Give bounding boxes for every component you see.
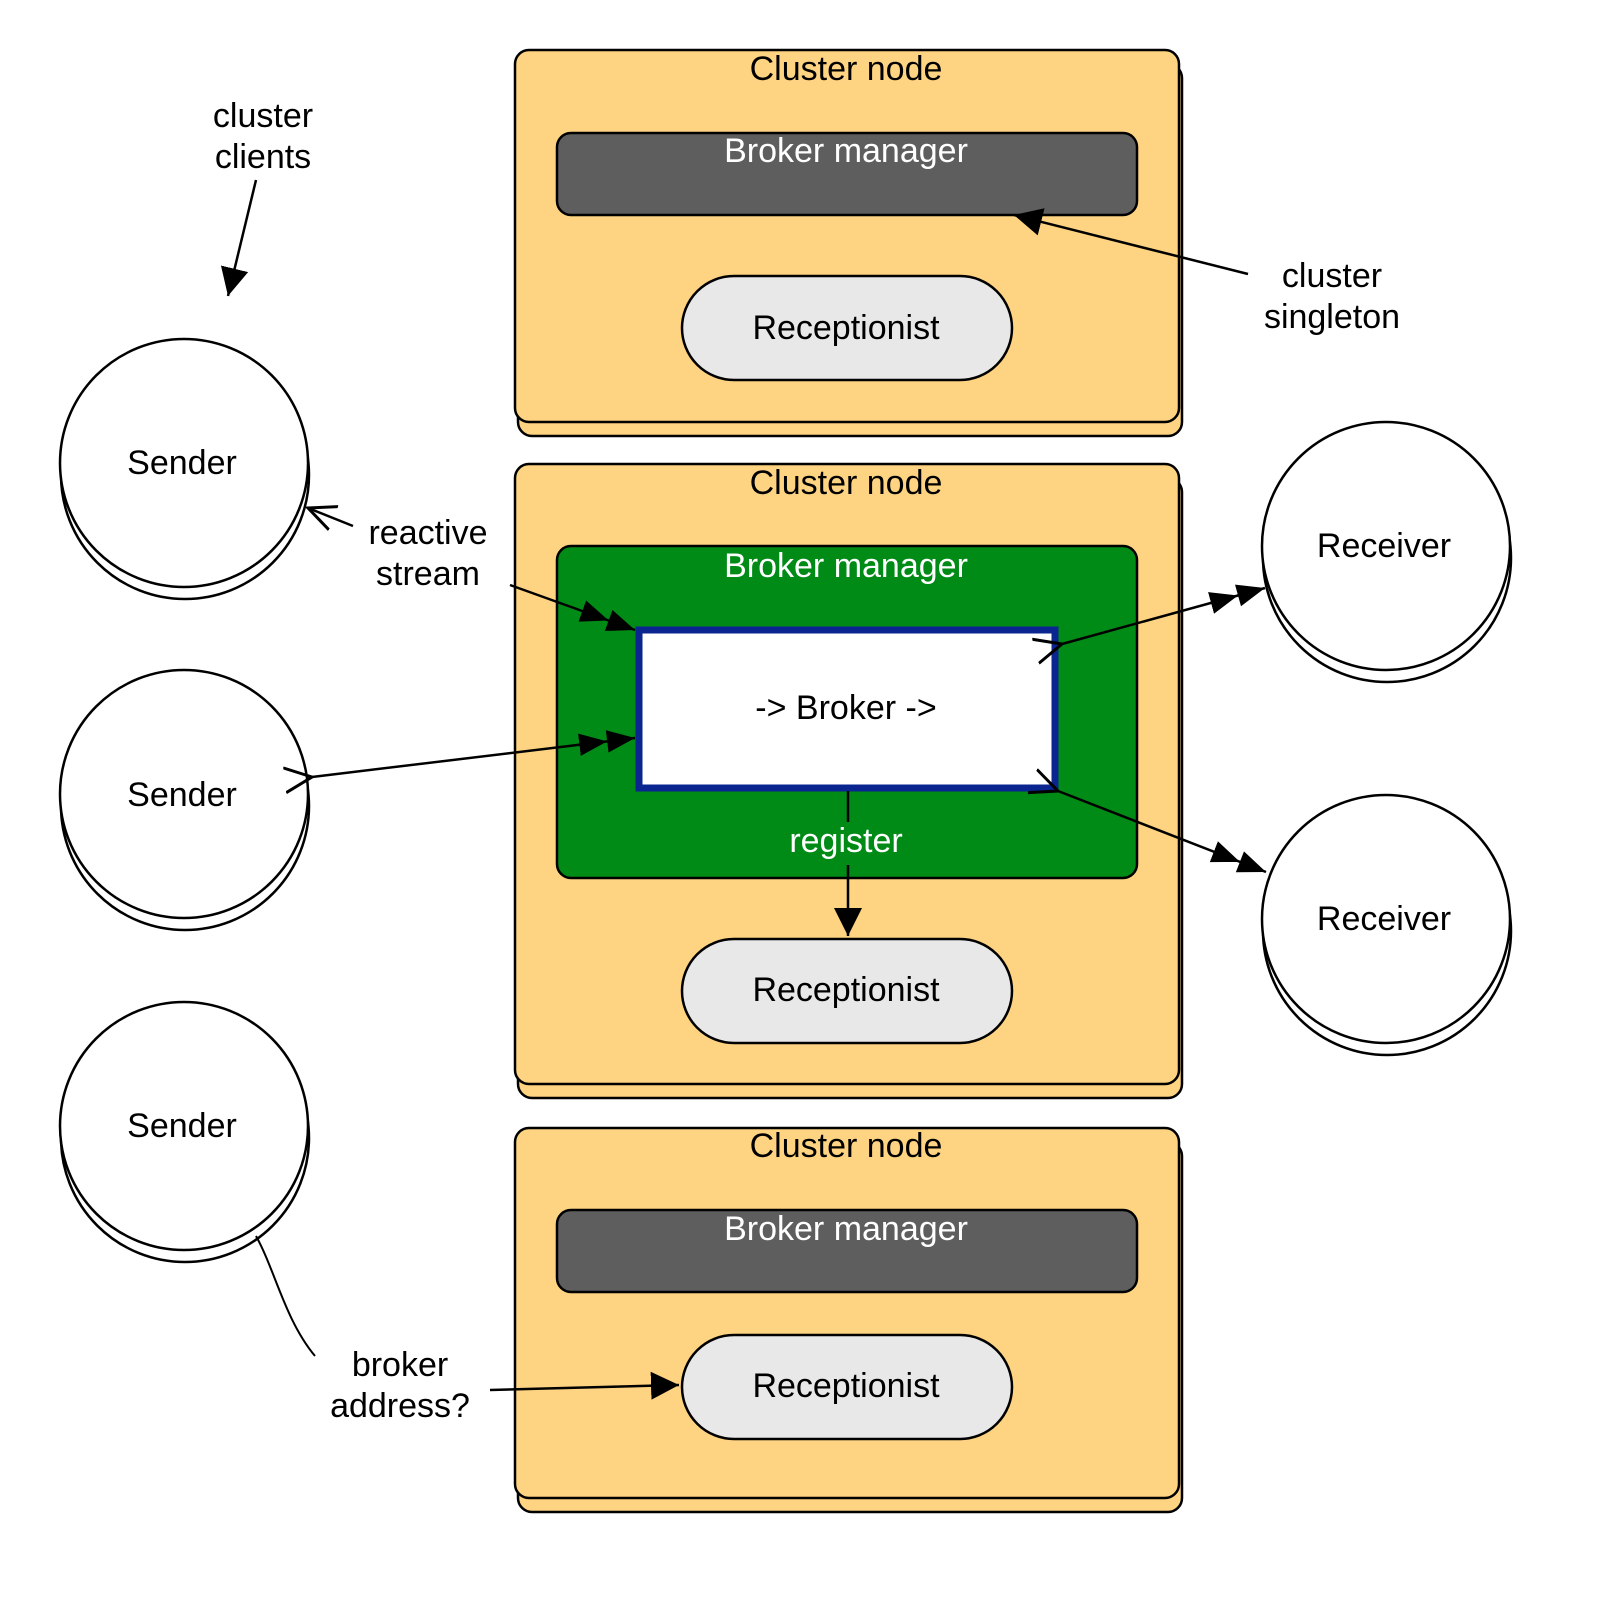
broker-receiver-2-link	[1058, 791, 1267, 874]
broker-address-callout	[255, 1235, 316, 1357]
sender-3: Sender	[58, 1000, 311, 1264]
broker-address-annotation: broker address?	[330, 1346, 470, 1425]
receptionist-label: Receptionist	[752, 1367, 940, 1405]
sender-circle	[58, 1000, 310, 1252]
cluster-node-box	[513, 1126, 1181, 1500]
annotation-line: broker	[352, 1346, 448, 1384]
sender-2: Sender	[58, 668, 311, 932]
broker-manager-label: Broker manager	[724, 547, 968, 585]
receptionist	[680, 1333, 1014, 1441]
sender-circle	[58, 668, 310, 920]
cluster-node-title: Cluster node	[750, 1127, 943, 1165]
broker-manager-label: Broker manager	[724, 132, 968, 170]
cluster-node-title: Cluster node	[750, 464, 943, 502]
cluster-singleton-annotation: cluster singleton	[1264, 257, 1400, 336]
receiver-circle	[1260, 793, 1512, 1045]
reactive-stream-annotation: reactive stream	[368, 514, 487, 593]
annotation-line: address?	[330, 1387, 470, 1425]
receptionist	[680, 274, 1014, 382]
reactive-stream-broker-arrow	[509, 583, 636, 632]
receiver-circle	[1260, 420, 1512, 672]
receptionist-label: Receptionist	[752, 309, 940, 347]
annotation-line: cluster	[1282, 257, 1382, 295]
receiver-label: Receiver	[1317, 900, 1451, 938]
receiver-label: Receiver	[1317, 527, 1451, 565]
receptionist-label: Receptionist	[752, 971, 940, 1009]
broker	[635, 626, 1059, 792]
broker-manager-inactive	[555, 131, 1139, 217]
register-label: register	[789, 822, 902, 860]
annotation-line: singleton	[1264, 298, 1400, 336]
annotation-line: cluster	[213, 97, 313, 135]
sender-broker-link	[312, 738, 636, 777]
broker-label: -> Broker ->	[755, 689, 936, 727]
cluster-node-1: Cluster node Broker manager Receptionist	[513, 48, 1184, 438]
reactive-stream-sender-arrow	[308, 508, 354, 526]
receiver-2: Receiver	[1260, 793, 1513, 1057]
annotation-line: stream	[376, 555, 480, 593]
broker-receiver-1-link	[1062, 588, 1266, 644]
cluster-clients-arrow	[220, 179, 258, 297]
broker-manager-inactive	[555, 1208, 1139, 1294]
annotation-line: reactive	[368, 514, 487, 552]
cluster-node-3: Cluster node Broker manager Receptionist	[513, 1126, 1184, 1514]
cluster-node-title: Cluster node	[750, 50, 943, 88]
receiver-1: Receiver	[1260, 420, 1513, 684]
sender-circle	[58, 337, 310, 589]
annotation-line: clients	[215, 138, 311, 176]
sender-label: Sender	[127, 776, 237, 814]
cluster-singleton-arrow	[1013, 208, 1249, 276]
cluster-node-2: Cluster node Broker manager -> Broker ->…	[513, 462, 1184, 1100]
sender-1: Sender	[58, 337, 311, 601]
sender-label: Sender	[127, 1107, 237, 1145]
broker-address-arrow	[489, 1371, 680, 1400]
sender-label: Sender	[127, 444, 237, 482]
broker-manager-label: Broker manager	[724, 1210, 968, 1248]
receptionist	[680, 937, 1014, 1045]
cluster-clients-annotation: cluster clients	[213, 97, 313, 176]
